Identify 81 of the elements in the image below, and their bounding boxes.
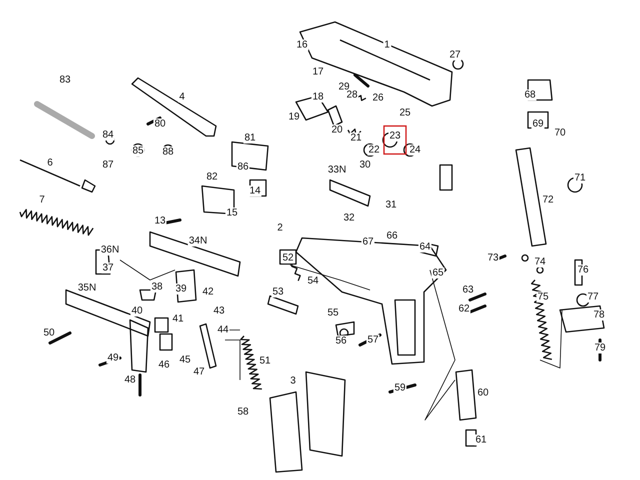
callout-number: 2 (276, 222, 284, 234)
callout-number: 30 (358, 160, 372, 170)
callout-number: 82 (205, 172, 219, 182)
callout-number: 33N (326, 164, 348, 176)
callout-number: 86 (236, 162, 250, 172)
callout-number: 31 (384, 200, 398, 210)
callout-number: 62 (457, 304, 471, 314)
callout-number: 7 (38, 194, 46, 206)
callout-number: 16 (295, 40, 309, 50)
callout-number: 22 (367, 144, 381, 156)
callout-number: 23 (388, 130, 402, 142)
callout-number: 52 (281, 252, 295, 264)
callout-number: 50 (42, 328, 56, 338)
callout-number: 3 (289, 376, 297, 386)
callout-number: 39 (174, 284, 188, 294)
callout-number: 60 (476, 388, 490, 398)
callout-number: 34N (188, 236, 208, 246)
callout-number: 20 (330, 124, 344, 136)
callout-number: 28 (345, 90, 359, 100)
callout-number: 4 (178, 92, 186, 102)
callout-number: 72 (541, 194, 555, 206)
callout-number: 76 (576, 264, 590, 276)
callout-number: 13 (153, 216, 167, 226)
callout-number: 85 (131, 146, 145, 156)
callout-number: 68 (523, 90, 537, 100)
callout-number: 83 (58, 74, 72, 86)
callout-number: 74 (533, 256, 547, 268)
callout-number: 71 (573, 172, 587, 184)
callout-number: 61 (474, 434, 488, 446)
callout-number: 80 (153, 118, 167, 130)
callout-number: 59 (393, 382, 407, 394)
callout-number: 81 (243, 132, 257, 144)
callout-number: 56 (334, 336, 348, 346)
callout-number: 46 (157, 360, 171, 370)
callout-number: 15 (225, 208, 239, 218)
callout-number: 54 (306, 276, 320, 286)
callout-number: 6 (46, 158, 54, 168)
callout-number: 41 (171, 314, 185, 324)
callout-number: 84 (101, 130, 115, 140)
callout-number: 58 (236, 406, 250, 418)
callout-number: 47 (192, 366, 206, 378)
callout-number: 14 (248, 186, 262, 196)
callout-number: 53 (271, 286, 285, 298)
callout-number: 1 (383, 40, 391, 50)
callout-number: 69 (531, 118, 545, 130)
callout-number: 40 (130, 306, 144, 316)
callout-number: 78 (592, 310, 606, 320)
callout-number: 45 (178, 354, 192, 366)
callout-number: 32 (342, 212, 356, 224)
callout-number: 36N (100, 244, 120, 256)
callout-number: 48 (123, 374, 137, 386)
callout-number: 43 (212, 306, 226, 316)
callout-number: 38 (150, 282, 164, 292)
callout-number: 70 (553, 128, 567, 138)
callout-number: 55 (326, 308, 340, 318)
callout-number: 44 (216, 324, 230, 336)
callout-number: 73 (486, 252, 500, 264)
callout-number: 42 (201, 286, 215, 298)
callout-number: 49 (106, 352, 120, 364)
callout-number: 24 (408, 144, 422, 156)
callout-number: 51 (258, 356, 272, 366)
callout-number: 67 (361, 236, 375, 248)
callout-number: 35N (76, 282, 98, 294)
callout-number: 88 (161, 146, 175, 158)
callout-number: 64 (418, 242, 432, 252)
callout-number: 63 (461, 284, 475, 296)
callout-number: 25 (398, 108, 412, 118)
callout-number: 75 (536, 292, 550, 302)
callout-number: 18 (311, 92, 325, 102)
callout-number: 37 (101, 262, 115, 274)
callout-number: 79 (593, 342, 607, 354)
callout-number: 27 (448, 50, 462, 60)
callout-number: 21 (349, 132, 363, 144)
callout-number: 65 (431, 268, 445, 278)
callout-number: 26 (371, 92, 385, 104)
callout-number: 77 (586, 292, 600, 302)
callout-number: 57 (366, 334, 380, 346)
callout-number: 66 (385, 230, 399, 242)
callout-number: 87 (101, 160, 115, 170)
callout-number: 17 (311, 66, 325, 78)
callout-number: 19 (287, 112, 301, 122)
